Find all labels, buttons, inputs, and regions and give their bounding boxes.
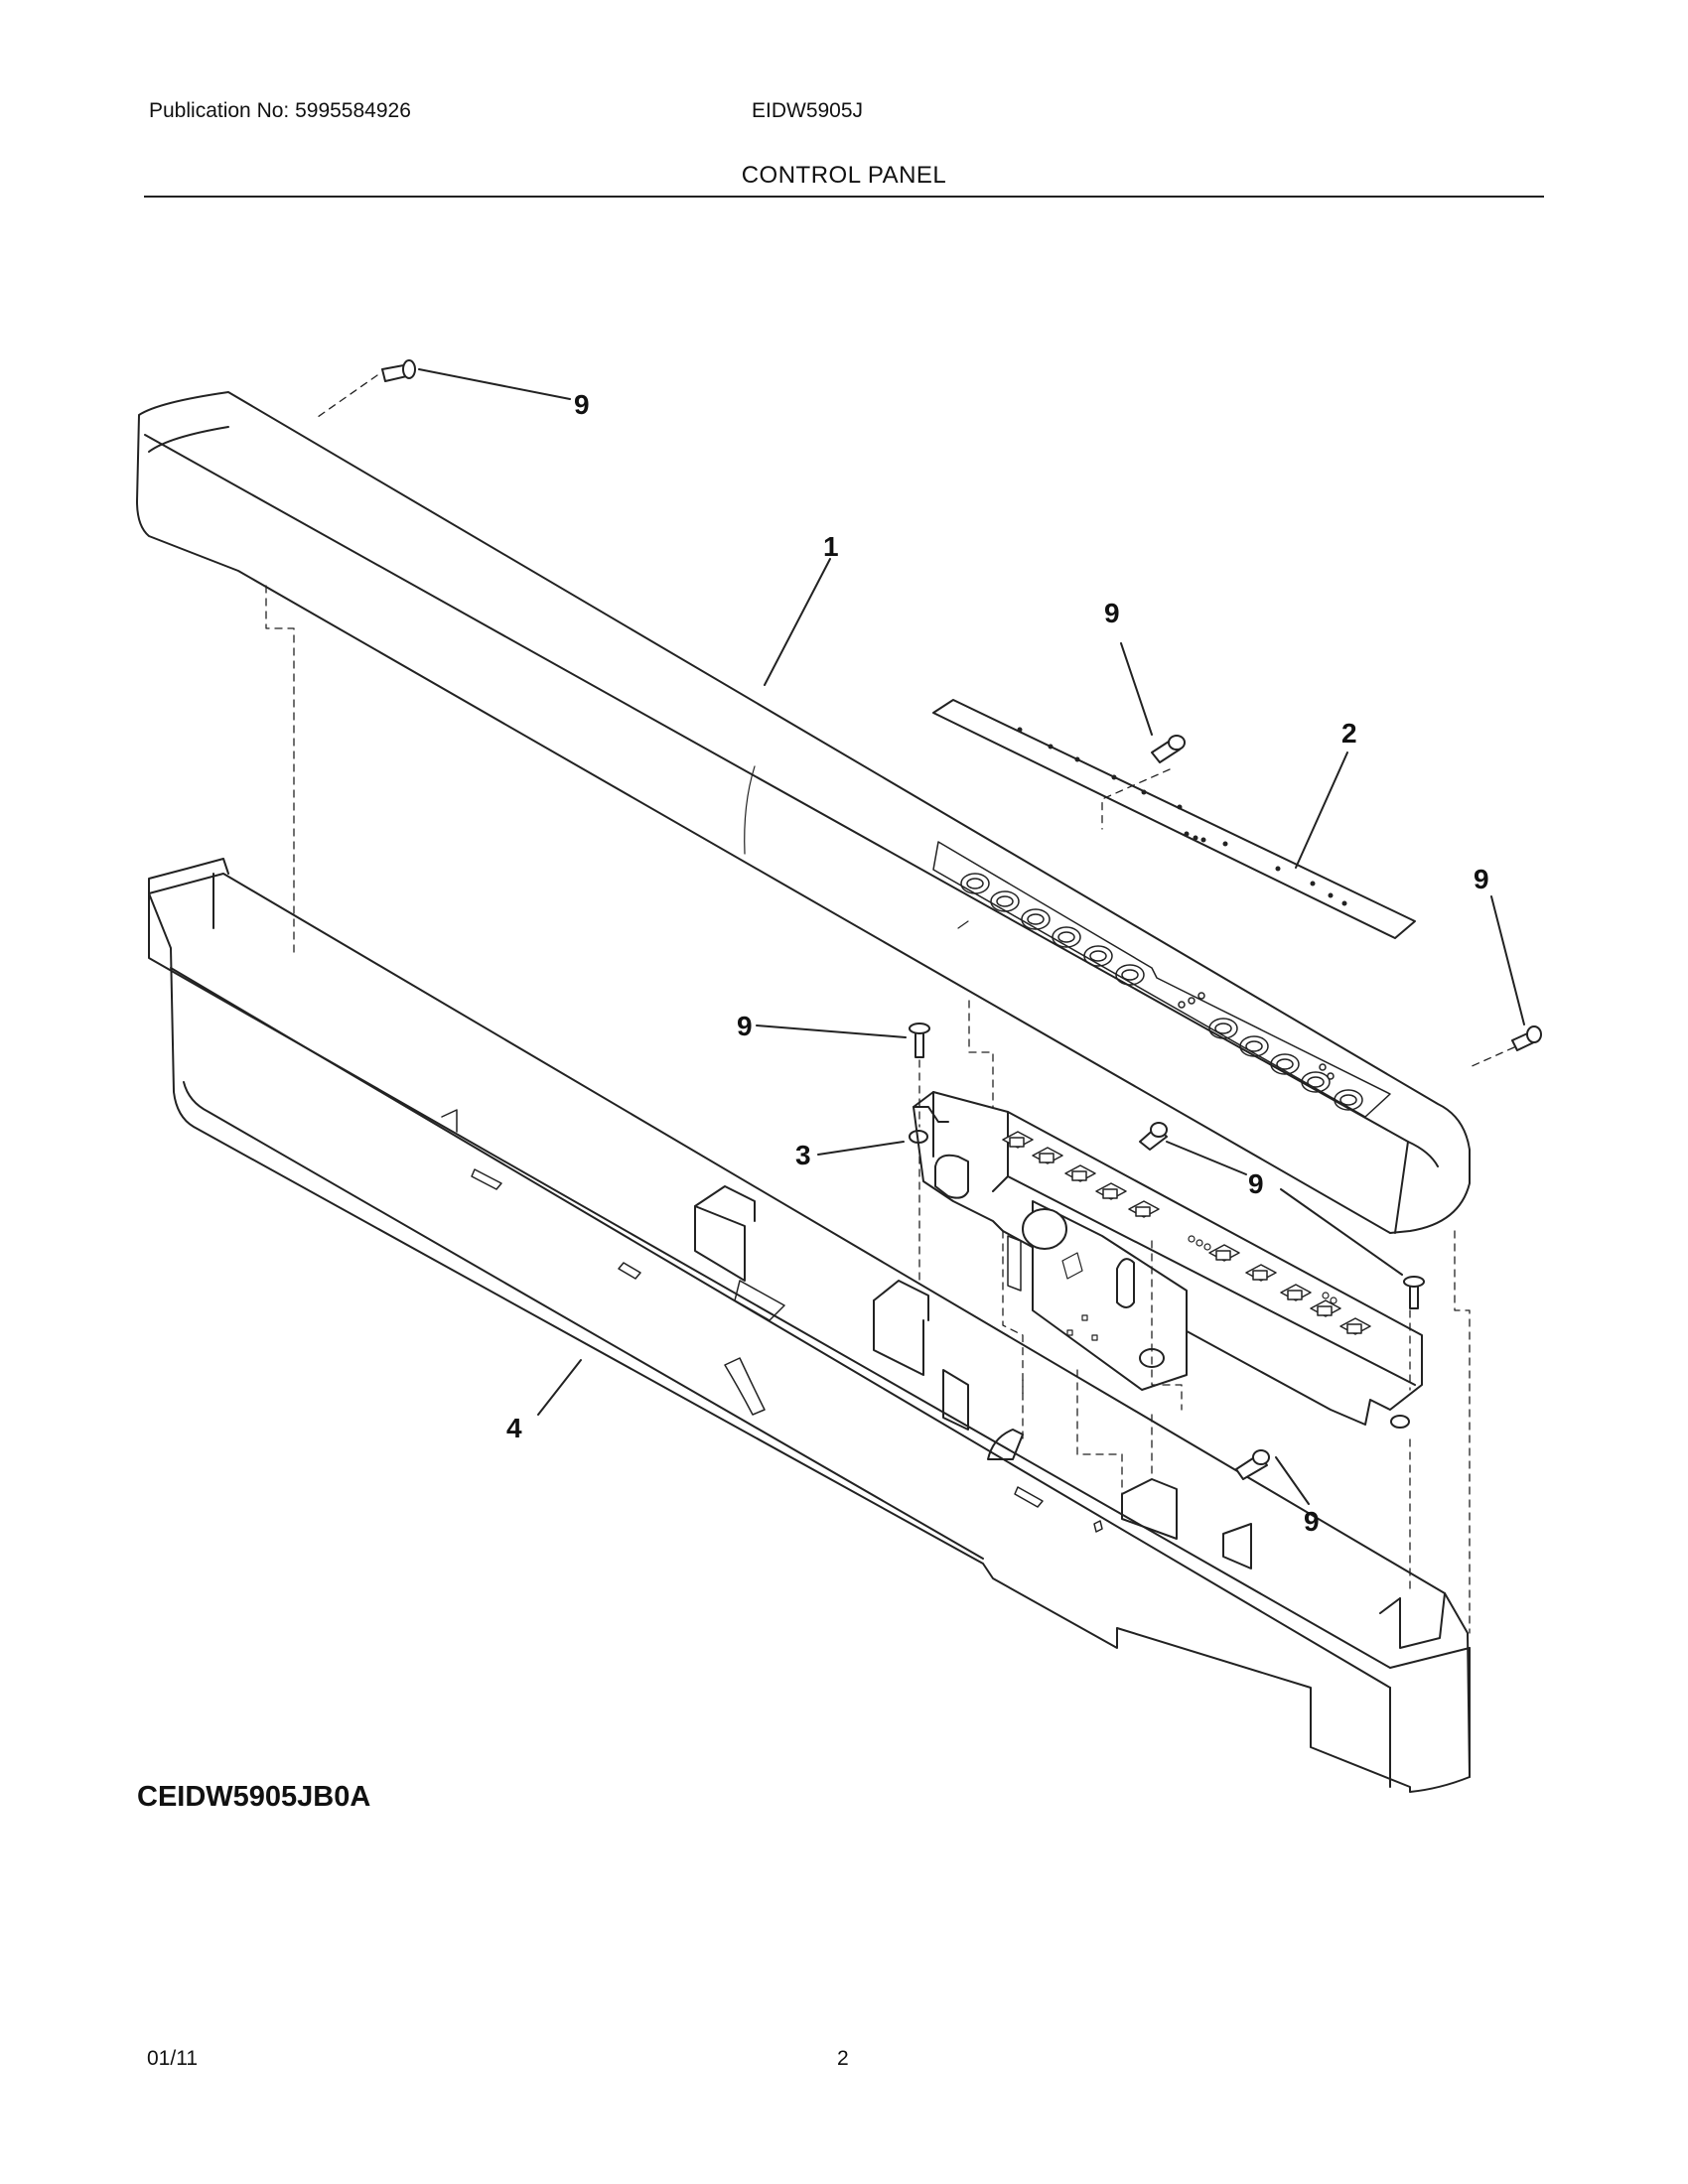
screw [381,359,416,382]
callout-9b: 9 [1104,598,1120,628]
screw [909,1023,930,1058]
revision-date: 01/11 [147,2047,198,2070]
callout-2: 2 [1341,718,1357,749]
publication-number: Publication No: 5995584926 [149,99,411,122]
callout-4: 4 [506,1413,522,1443]
screw [1139,1122,1168,1151]
callout-labels: 9 1 9 2 9 9 3 9 9 4 9 [506,389,1489,1537]
screws [381,359,1542,1480]
assembly-dashed-lines [265,374,1515,1634]
callout-1: 1 [823,531,839,562]
control-panel-housing [136,391,1471,1234]
screw [1235,1449,1270,1480]
screw [1511,1025,1542,1051]
callout-9c: 9 [1474,864,1489,894]
callout-9e: 9 [1248,1168,1264,1199]
screw [1151,735,1186,763]
callout-3: 3 [795,1140,811,1170]
overlay-strip [932,699,1416,939]
page-number: 2 [837,2047,849,2070]
front-console [148,858,1471,1793]
callout-9g: 9 [1304,1506,1320,1537]
control-board-bracket [909,1091,1423,1429]
section-title: CONTROL PANEL [741,162,947,189]
screw [1403,1276,1425,1309]
callout-9a: 9 [574,389,590,420]
callout-9d: 9 [737,1011,753,1041]
callout-leader-lines [418,368,1525,1505]
diagram-id: CEIDW5905JB0A [137,1781,371,1813]
model-number: EIDW5905J [752,99,864,122]
header-rule [144,196,1544,198]
